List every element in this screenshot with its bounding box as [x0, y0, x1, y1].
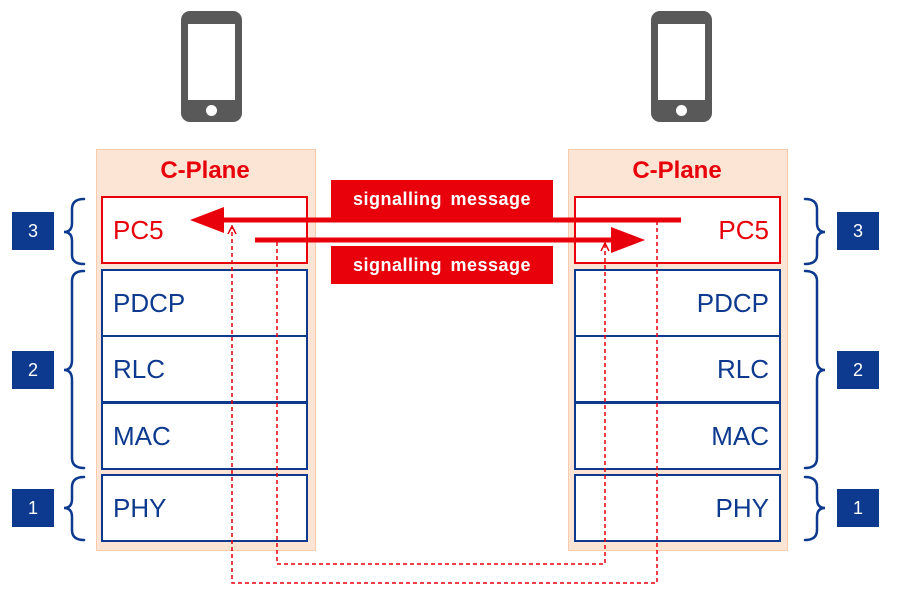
dashed-path-left-to-right: [276, 242, 605, 565]
left-layer-phy: PHY: [101, 474, 308, 542]
arrow-left-to-right: [255, 227, 645, 253]
right-layer-number-1: 1: [837, 489, 879, 527]
signalling-message-top: signalling message: [331, 180, 553, 218]
right-layer-pc5: PC5: [574, 196, 781, 264]
right-layer-pdcp: PDCP: [574, 269, 781, 337]
left-brace-layer-3: [63, 197, 86, 266]
right-layer-phy: PHY: [574, 474, 781, 542]
signalling-message-bottom: signalling message: [331, 246, 553, 284]
right-brace-layer-1: [803, 475, 826, 542]
left-layer-pc5: PC5: [101, 196, 308, 264]
dashed-path-right-to-left: [232, 221, 658, 584]
arrow-right-to-left: [190, 207, 681, 233]
left-brace-layer-2: [63, 269, 86, 470]
left-phone-icon: [181, 11, 242, 122]
right-layer-rlc: RLC: [574, 335, 781, 403]
right-layer-mac: MAC: [574, 402, 781, 470]
right-plane-title: C-Plane: [632, 157, 722, 184]
right-layer-number-2: 2: [837, 351, 879, 389]
left-layer-mac: MAC: [101, 402, 308, 470]
left-plane-title: C-Plane: [160, 157, 250, 184]
right-brace-layer-3: [803, 197, 826, 266]
left-layer-number-2: 2: [12, 351, 54, 389]
left-layer-rlc: RLC: [101, 335, 308, 403]
right-brace-layer-2: [803, 269, 826, 470]
right-phone-icon: [651, 11, 712, 122]
left-layer-pdcp: PDCP: [101, 269, 308, 337]
left-layer-number-3: 3: [12, 212, 54, 250]
left-layer-number-1: 1: [12, 489, 54, 527]
left-brace-layer-1: [63, 475, 86, 542]
right-layer-number-3: 3: [837, 212, 879, 250]
